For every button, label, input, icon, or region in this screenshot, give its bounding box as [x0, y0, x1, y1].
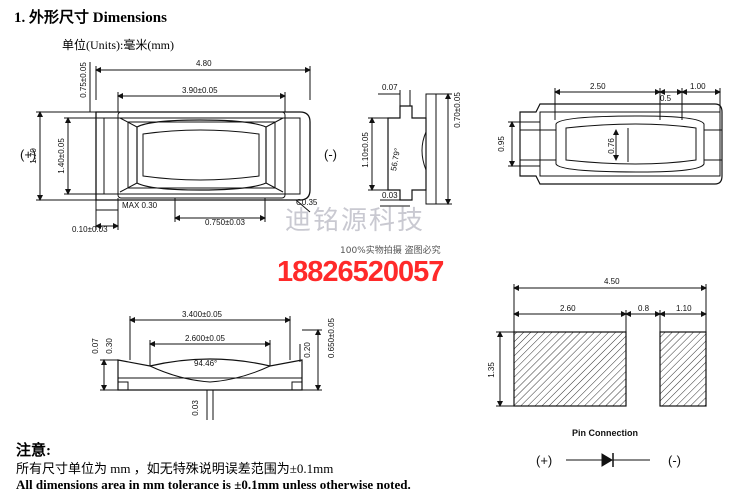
- top-right-d1: 2.50: [590, 82, 606, 91]
- section-bottom: 0.03: [191, 400, 200, 416]
- section-left2: 0.30: [105, 338, 114, 354]
- pad-height: 1.35: [487, 362, 496, 378]
- front-height-total: 1.70: [29, 148, 38, 164]
- side-angle: 56.79°: [389, 147, 402, 171]
- front-width-cavity: 3.90±0.05: [182, 86, 218, 95]
- pad-p2: 1.10: [676, 304, 692, 313]
- front-minus-label: (-): [324, 147, 337, 162]
- side-view: [368, 90, 452, 207]
- pad-total: 4.50: [604, 277, 620, 286]
- front-offset-top: 0.75±0.05: [79, 62, 88, 98]
- front-height-cavity: 1.40±0.05: [57, 138, 66, 174]
- notes-chinese: 所有尺寸单位为 mm ，如无特殊说明误差范围为±0.1mm: [16, 461, 334, 476]
- section-right2: 0.650±0.05: [327, 317, 336, 358]
- side-bottom: 0.03: [382, 191, 398, 200]
- top-right-d2: 0.5: [660, 94, 672, 103]
- watermark-brand: 迪铭源科技: [285, 206, 426, 236]
- pin-plus-label: (+): [536, 453, 552, 468]
- section-w1: 3.400±0.05: [182, 310, 223, 319]
- section-right1: 0.20: [303, 342, 312, 358]
- pin-minus-label: (-): [668, 453, 681, 468]
- front-chamfer: C0.35: [296, 198, 318, 207]
- side-height: 1.10±0.05: [361, 132, 370, 168]
- front-pad: 0.10±0.03: [72, 225, 108, 234]
- section-heading: 1. 外形尺寸 Dimensions: [14, 10, 167, 26]
- notes-title: 注意:: [16, 443, 51, 459]
- units-label: 单位(Units):毫米(mm): [62, 38, 174, 52]
- top-right-d3: 1.00: [690, 82, 706, 91]
- pin-connection-label: Pin Connection: [572, 428, 638, 438]
- pad-view: [496, 284, 707, 467]
- front-width-total: 4.80: [196, 59, 212, 68]
- notes-english: All dimensions area in mm tolerance is ±…: [16, 477, 411, 492]
- section-left1: 0.07: [91, 338, 100, 354]
- pad-p1: 2.60: [560, 304, 576, 313]
- pad-gap: 0.8: [638, 304, 650, 313]
- section-w2: 2.600±0.05: [185, 334, 226, 343]
- section-view: [100, 316, 322, 420]
- front-plus-label: (+): [20, 147, 36, 162]
- top-right-view: [508, 88, 723, 185]
- section-angle: 94.46°: [194, 359, 217, 368]
- front-max-label: MAX 0.30: [122, 201, 158, 210]
- side-right: 0.70±0.05: [453, 92, 462, 128]
- side-top: 0.07: [382, 83, 398, 92]
- front-cavity-offset: 0.750±0.03: [205, 218, 246, 227]
- watermark-phone: 18826520057: [277, 256, 444, 288]
- top-right-h1: 0.95: [497, 136, 506, 152]
- front-view: [36, 62, 311, 230]
- watermark-note: 100%实物拍摄 盗图必究: [340, 246, 441, 256]
- top-right-h2: 0.76: [607, 138, 616, 154]
